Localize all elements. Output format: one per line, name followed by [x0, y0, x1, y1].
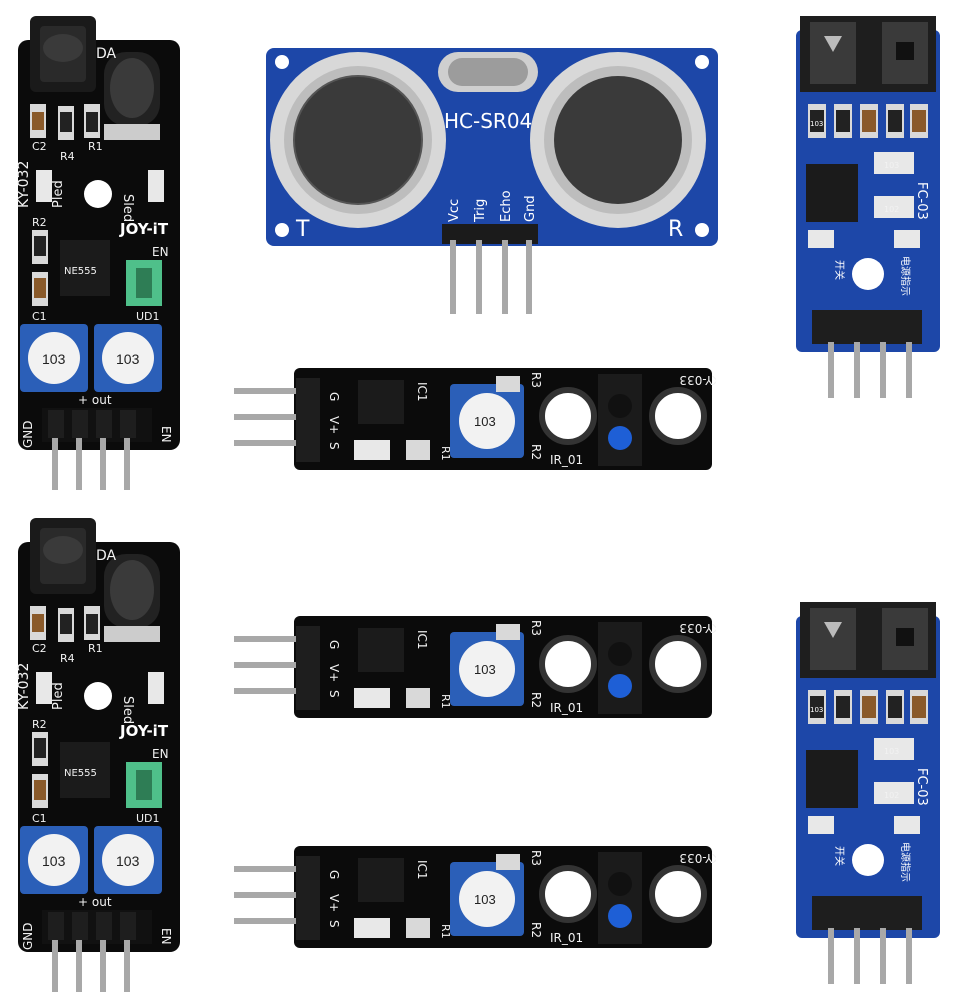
ky032-c2-label: C2: [32, 642, 47, 655]
ky032-c1-label: C1: [32, 812, 47, 825]
ky033-pot-code: 103: [474, 414, 496, 429]
ky033-r2-label: R2: [529, 444, 543, 460]
ky033-s-label: S: [327, 442, 341, 450]
fc03-smd-code-b: 103: [884, 747, 899, 756]
fc03-model-label: FC-03: [914, 768, 929, 806]
ky032-r2-label: R2: [32, 216, 47, 229]
fc03-module-bottom: 103 103 102 FC-03 开关 电源指示: [796, 602, 940, 984]
ky033-v-label: V+: [327, 416, 341, 434]
fc03-smd-code-b: 103: [884, 161, 899, 170]
ky032-c1-label: C1: [32, 310, 47, 323]
ky032-c2-label: C2: [32, 140, 47, 153]
ky032-pins-label: + out: [78, 393, 112, 407]
fc03-cn1-label: 开关: [833, 260, 846, 280]
ky032-sled-label: Sled: [120, 194, 135, 222]
ky033-module-2: G V+ S IC1 R1 103 R3 R2 IR_01 KY-033: [234, 616, 716, 718]
ky033-r1-label: R1: [439, 924, 452, 939]
ky032-ud1-label: UD1: [136, 310, 160, 323]
ky033-model-label: KY-033: [679, 621, 716, 635]
ky033-r3-label: R3: [529, 372, 543, 388]
ky032-r4-label: R4: [60, 652, 75, 665]
ky033-ir-label: IR_01: [550, 453, 583, 467]
ky032-pot1-code: 103: [42, 351, 66, 367]
ky033-ir-label: IR_01: [550, 701, 583, 715]
ky033-model-label: KY-033: [679, 373, 716, 387]
fc03-cn2-label: 电源指示: [899, 842, 912, 882]
ky032-pled-label: Pled: [51, 682, 66, 710]
ky032-gnd-label: GND: [21, 922, 35, 950]
ky033-pot-code: 103: [474, 662, 496, 677]
ky033-s-label: S: [327, 920, 341, 928]
ky032-en-pin-label: EN: [159, 928, 173, 945]
ky033-ir-label: IR_01: [550, 931, 583, 945]
ky033-pot-code: 103: [474, 892, 496, 907]
fc03-smd-code-a: 103: [810, 706, 823, 714]
ky032-pot2-code: 103: [116, 853, 140, 869]
ky032-chip-label: NE555: [64, 266, 97, 277]
ky033-r1-label: R1: [439, 446, 452, 461]
ky033-r2-label: R2: [529, 692, 543, 708]
ky033-v-label: V+: [327, 664, 341, 682]
ky032-brand-label: JOY-iT: [119, 722, 169, 740]
ky032-r1-label: R1: [88, 642, 103, 655]
ky032-pot1-code: 103: [42, 853, 66, 869]
hcsr04-r-label: R: [668, 217, 683, 242]
ky032-pins-label: + out: [78, 895, 112, 909]
ky033-s-label: S: [327, 690, 341, 698]
ky032-model-label: KY-032: [16, 161, 32, 208]
ky033-r1-label: R1: [439, 694, 452, 709]
fc03-model-label: FC-03: [914, 182, 929, 220]
ky032-module-top: DA C2 R4 R1 KY-032 Pled Sled R2 JOY-iT N…: [16, 16, 180, 490]
ky032-model-label: KY-032: [16, 663, 32, 710]
fc03-cn1-label: 开关: [833, 846, 846, 866]
fc03-module-top: 103 103 102 FC-03 开关 电源指示: [796, 16, 940, 398]
hcsr04-module: HC-SR04 T R Vcc Trig Echo Gnd: [266, 48, 718, 314]
ky033-r3-label: R3: [529, 620, 543, 636]
fc03-smd-code-a: 103: [810, 120, 823, 128]
ky032-chip-label: NE555: [64, 768, 97, 779]
ky032-sled-label: Sled: [120, 696, 135, 724]
ky032-r4-label: R4: [60, 150, 75, 163]
hcsr04-vcc-label: Vcc: [447, 199, 462, 222]
ky033-model-label: KY-033: [679, 851, 716, 865]
ky033-v-label: V+: [327, 894, 341, 912]
hcsr04-trig-label: Trig: [473, 199, 488, 223]
fc03-smd-code-c: 102: [884, 205, 899, 214]
fc03-cn2-label: 电源指示: [899, 256, 912, 296]
hcsr04-gnd-label: Gnd: [523, 195, 538, 222]
ky032-da-label: DA: [96, 548, 117, 564]
ky032-da-label: DA: [96, 46, 117, 62]
ky032-ud1-label: UD1: [136, 812, 160, 825]
ky032-en-pin-label: EN: [159, 426, 173, 443]
ky032-r2-label: R2: [32, 718, 47, 731]
hcsr04-model-label: HC-SR04: [444, 109, 532, 133]
ky032-r1-label: R1: [88, 140, 103, 153]
ky032-pled-label: Pled: [51, 180, 66, 208]
ky033-g-label: G: [327, 870, 341, 879]
ky032-en-label: EN: [152, 747, 169, 761]
ky033-module-3: G V+ S IC1 R1 103 R3 R2 IR_01 KY-033: [234, 846, 716, 948]
hcsr04-t-label: T: [295, 217, 310, 242]
ky033-ic-label: IC1: [415, 630, 429, 650]
ky032-gnd-label: GND: [21, 420, 35, 448]
ky033-ic-label: IC1: [415, 382, 429, 402]
ky033-r2-label: R2: [529, 922, 543, 938]
ky033-ic-label: IC1: [415, 860, 429, 880]
ky032-en-label: EN: [152, 245, 169, 259]
ky033-g-label: G: [327, 392, 341, 401]
ky032-pot2-code: 103: [116, 351, 140, 367]
ky033-module-1: G V+ S IC1 R1 103 R3 R2 IR_01 KY-033: [234, 368, 716, 470]
hcsr04-echo-label: Echo: [499, 190, 514, 222]
ky033-r3-label: R3: [529, 850, 543, 866]
fc03-smd-code-c: 102: [884, 791, 899, 800]
ky032-brand-label: JOY-iT: [119, 220, 169, 238]
ky033-g-label: G: [327, 640, 341, 649]
ky032-module-bottom: DA C2 R4 R1 KY-032 Pled Sled R2 JOY-iT N…: [16, 518, 180, 992]
